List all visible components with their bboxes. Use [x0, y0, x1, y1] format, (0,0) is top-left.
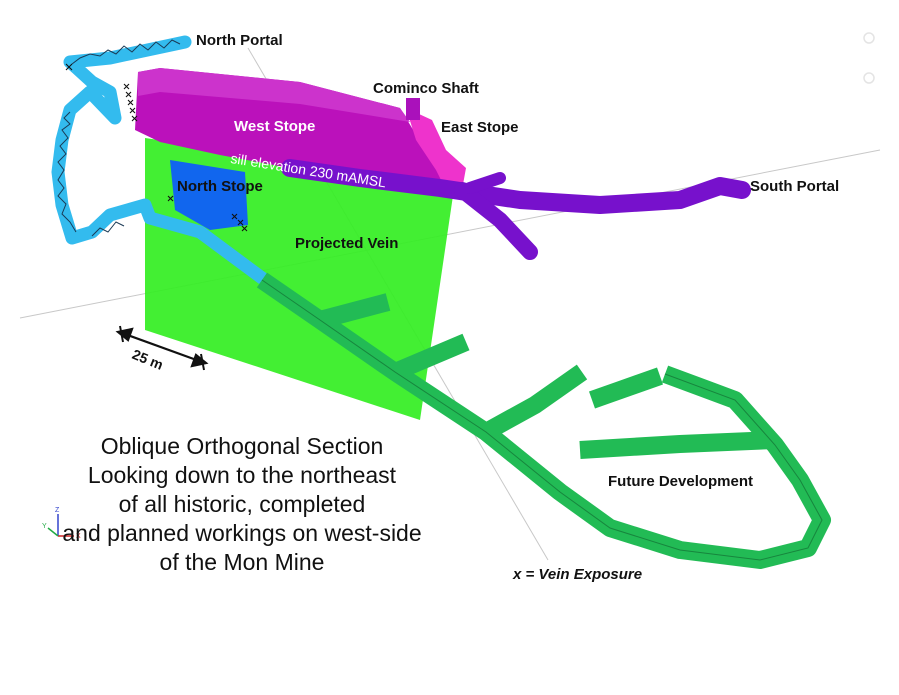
view-controls[interactable] — [863, 32, 875, 84]
vein-exposure-markers — [65, 63, 248, 232]
caption-line: and planned workings on west-side — [62, 520, 422, 546]
east-stope-label: East Stope — [441, 119, 519, 136]
east-stope-body — [406, 108, 466, 194]
cominco-shaft-label: Cominco Shaft — [373, 80, 479, 97]
caption-line: of all historic, completed — [118, 491, 366, 517]
north-portal-workings — [51, 35, 269, 285]
axis-triad: Z Y X — [42, 507, 81, 540]
north-stope-label: North Stope — [177, 178, 263, 195]
vein-exposure-legend: x = Vein Exposure — [513, 566, 643, 583]
north-portal-label: North Portal — [196, 32, 283, 49]
figure-caption: Oblique Orthogonal Section Looking down … — [40, 432, 444, 577]
purple-spur-upper — [464, 172, 506, 194]
south-portal-label: South Portal — [750, 178, 840, 195]
south-portal-workings — [281, 159, 751, 214]
scale-bar — [115, 325, 209, 371]
future-development-label: Future Development — [608, 473, 754, 490]
future-development-outline — [261, 279, 823, 561]
axis-z-label: Z — [55, 507, 60, 514]
projected-vein-label: Projected Vein — [295, 235, 399, 252]
purple-spur-lower — [454, 182, 538, 260]
caption-line: Oblique Orthogonal Section — [100, 433, 384, 459]
west-stope-body — [135, 68, 445, 188]
north-stope-body — [170, 160, 248, 230]
west-stope-top — [138, 68, 410, 122]
axis-y-label: Y — [42, 523, 47, 530]
north-portal-zigzag — [57, 39, 181, 237]
axis-x-label: X — [76, 533, 81, 540]
caption-line: Looking down to the northeast — [87, 462, 397, 488]
west-stope-label: West Stope — [234, 118, 316, 135]
caption-line: of the Mon Mine — [159, 549, 325, 575]
cominco-shaft — [406, 98, 420, 120]
